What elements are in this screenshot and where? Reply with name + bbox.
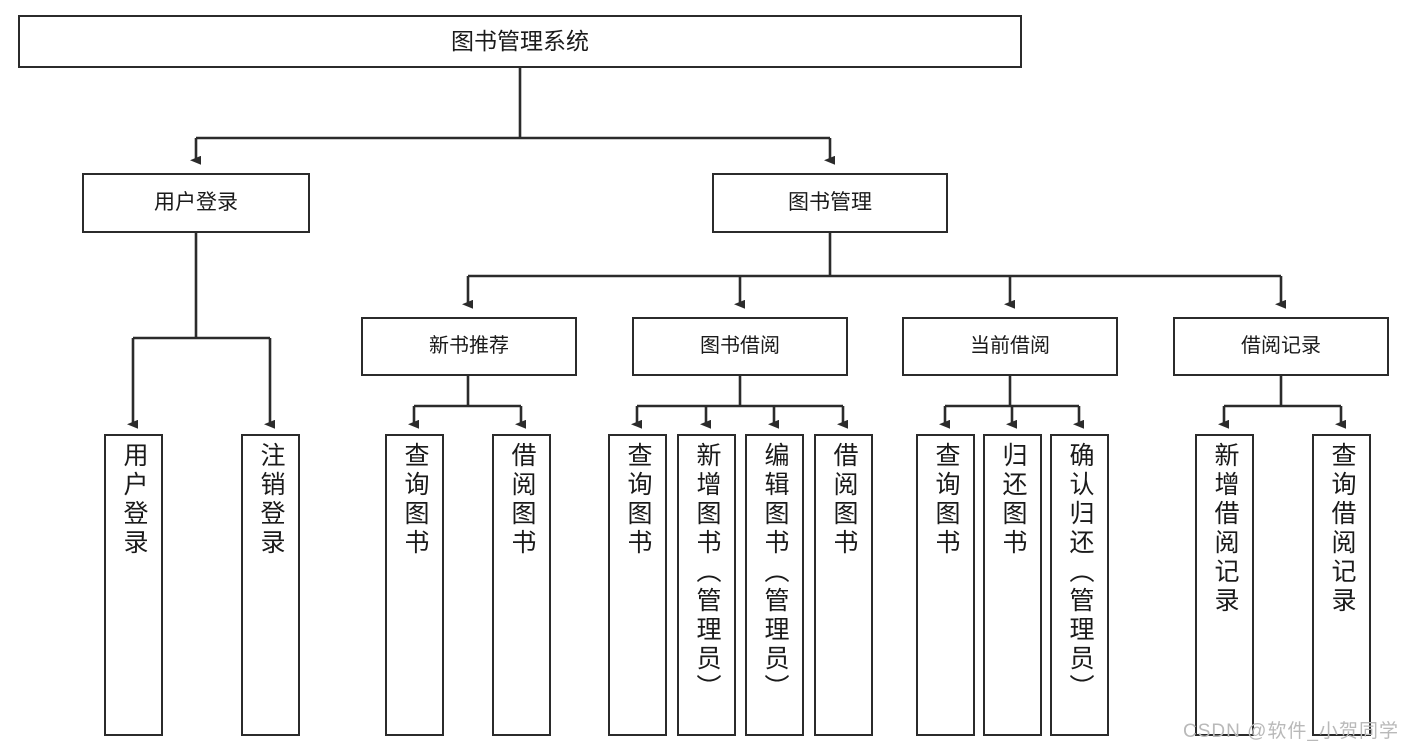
node-label: 用户登录 (154, 190, 238, 214)
leaf-borrow-record-query-record[interactable]: 查询借阅记录 (1312, 434, 1371, 736)
node-label: 新书推荐 (429, 334, 509, 357)
watermark: CSDN @软件_小贺同学 (1183, 721, 1399, 742)
node-label: 借阅记录 (1241, 334, 1321, 357)
node-label: 图书借阅 (700, 334, 780, 357)
node-label: 查询图书 (401, 442, 429, 558)
node-user-login[interactable]: 用户登录 (82, 173, 310, 233)
leaf-user-login-login[interactable]: 用户登录 (104, 434, 163, 736)
node-book-borrow[interactable]: 图书借阅 (632, 317, 848, 376)
node-current-borrow[interactable]: 当前借阅 (902, 317, 1118, 376)
node-label: 借阅图书 (830, 442, 858, 558)
leaf-new-book-borrow-book[interactable]: 借阅图书 (492, 434, 551, 736)
leaf-book-borrow-borrow-book[interactable]: 借阅图书 (814, 434, 873, 736)
node-label: 查询借阅记录 (1328, 442, 1356, 616)
node-label: 用户登录 (120, 442, 148, 558)
node-label: 编辑图书（管理员） (761, 442, 789, 703)
node-label: 图书管理 (788, 190, 872, 214)
leaf-borrow-record-add-record[interactable]: 新增借阅记录 (1195, 434, 1254, 736)
node-book-management[interactable]: 图书管理 (712, 173, 948, 233)
node-borrow-record[interactable]: 借阅记录 (1173, 317, 1389, 376)
node-label: 查询图书 (624, 442, 652, 558)
leaf-book-borrow-add-book-admin[interactable]: 新增图书（管理员） (677, 434, 736, 736)
node-label: 当前借阅 (970, 334, 1050, 357)
leaf-book-borrow-edit-book-admin[interactable]: 编辑图书（管理员） (745, 434, 804, 736)
node-label: 图书管理系统 (451, 27, 589, 54)
node-label: 确认归还（管理员） (1066, 442, 1094, 703)
leaf-current-borrow-confirm-return-admin[interactable]: 确认归还（管理员） (1050, 434, 1109, 736)
leaf-new-book-query-book[interactable]: 查询图书 (385, 434, 444, 736)
node-new-book-recommend[interactable]: 新书推荐 (361, 317, 577, 376)
node-label: 新增图书（管理员） (693, 442, 721, 703)
node-label: 查询图书 (932, 442, 960, 558)
node-label: 新增借阅记录 (1211, 442, 1239, 616)
node-label: 注销登录 (257, 442, 285, 558)
leaf-book-borrow-query-book[interactable]: 查询图书 (608, 434, 667, 736)
node-label: 归还图书 (999, 442, 1027, 558)
node-label: 借阅图书 (508, 442, 536, 558)
node-root-book-management-system[interactable]: 图书管理系统 (18, 15, 1022, 68)
leaf-current-borrow-return-book[interactable]: 归还图书 (983, 434, 1042, 736)
leaf-user-login-logout[interactable]: 注销登录 (241, 434, 300, 736)
leaf-current-borrow-query-book[interactable]: 查询图书 (916, 434, 975, 736)
